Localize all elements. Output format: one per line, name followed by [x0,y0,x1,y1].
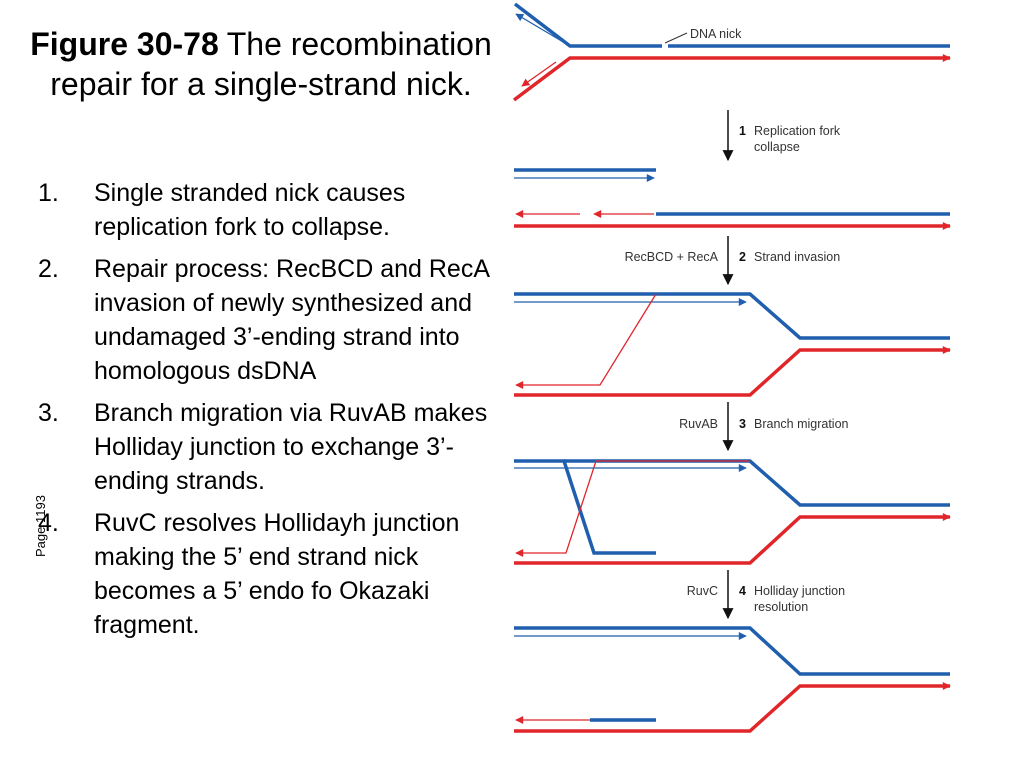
step-number: 2. [38,255,59,283]
step-arrow-3: RuvAB 3 Branch migration [679,402,849,452]
junction-resolution [514,626,951,733]
crossing-red-strand [515,460,750,557]
step-number-label: 1 [739,124,746,138]
enzyme-label: RuvAB [679,417,718,431]
step-label-line2: resolution [754,600,808,614]
nascent-strand-red [521,61,557,87]
red-strand [514,346,951,397]
step-text: RuvC resolves Hollidayh junction making … [94,509,460,639]
branch-migration [514,459,951,565]
step-text: Repair process: RecBCD and RecA invasion… [94,255,489,385]
step-list: 1. Single stranded nick causes replicatio… [38,176,498,650]
parental-strand-red [512,54,951,102]
step-number: 1. [38,179,59,207]
step-item: 2. Repair process: RecBCD and RecA invasi… [38,252,498,388]
nascent-strand-blue [515,13,571,47]
red-strand [514,513,951,565]
step-number: 4. [38,509,59,537]
step-item: 3. Branch migration via RuvAB makes Holli… [38,396,498,498]
blue-strand [514,626,950,676]
blue-strand [514,292,950,340]
step-label: Branch migration [754,417,849,431]
step-arrow-1: 1 Replication fork collapse [722,110,841,162]
figure-caption: The recombination repair for a single-st… [50,26,492,102]
step-item: 4. RuvC resolves Hollidayh junction makin… [38,506,498,642]
step-number-label: 3 [739,417,746,431]
red-strand [514,682,951,733]
step-label-line2: collapse [754,140,800,154]
parental-strand-blue [513,2,662,48]
collapsed-fork [514,168,951,230]
step-text: Single stranded nick causes replication … [94,179,406,241]
step-number-label: 4 [739,584,746,598]
fork-with-nick: DNA nick [512,2,951,102]
crossing-blue-strand [514,459,656,555]
step-number-label: 2 [739,250,746,264]
dna-nick-label: DNA nick [690,27,742,41]
step-label: Replication fork [754,124,841,138]
enzyme-label: RecBCD + RecA [625,250,719,264]
step-number: 3. [38,399,59,427]
step-item: 1. Single stranded nick causes replicatio… [38,176,498,244]
step-label: Holliday junction [754,584,845,598]
displaced-red-strand [515,293,657,389]
step-text: Branch migration via RuvAB makes Hollida… [94,399,488,495]
step-arrow-4: RuvC 4 Holliday junction resolution [687,570,845,620]
figure-number: Figure 30-78 [30,26,219,62]
strand-invasion [514,292,951,397]
enzyme-label: RuvC [687,584,718,598]
nick-pointer [664,32,688,44]
step-arrow-2: RecBCD + RecA 2 Strand invasion [625,236,840,286]
step-label: Strand invasion [754,250,840,264]
